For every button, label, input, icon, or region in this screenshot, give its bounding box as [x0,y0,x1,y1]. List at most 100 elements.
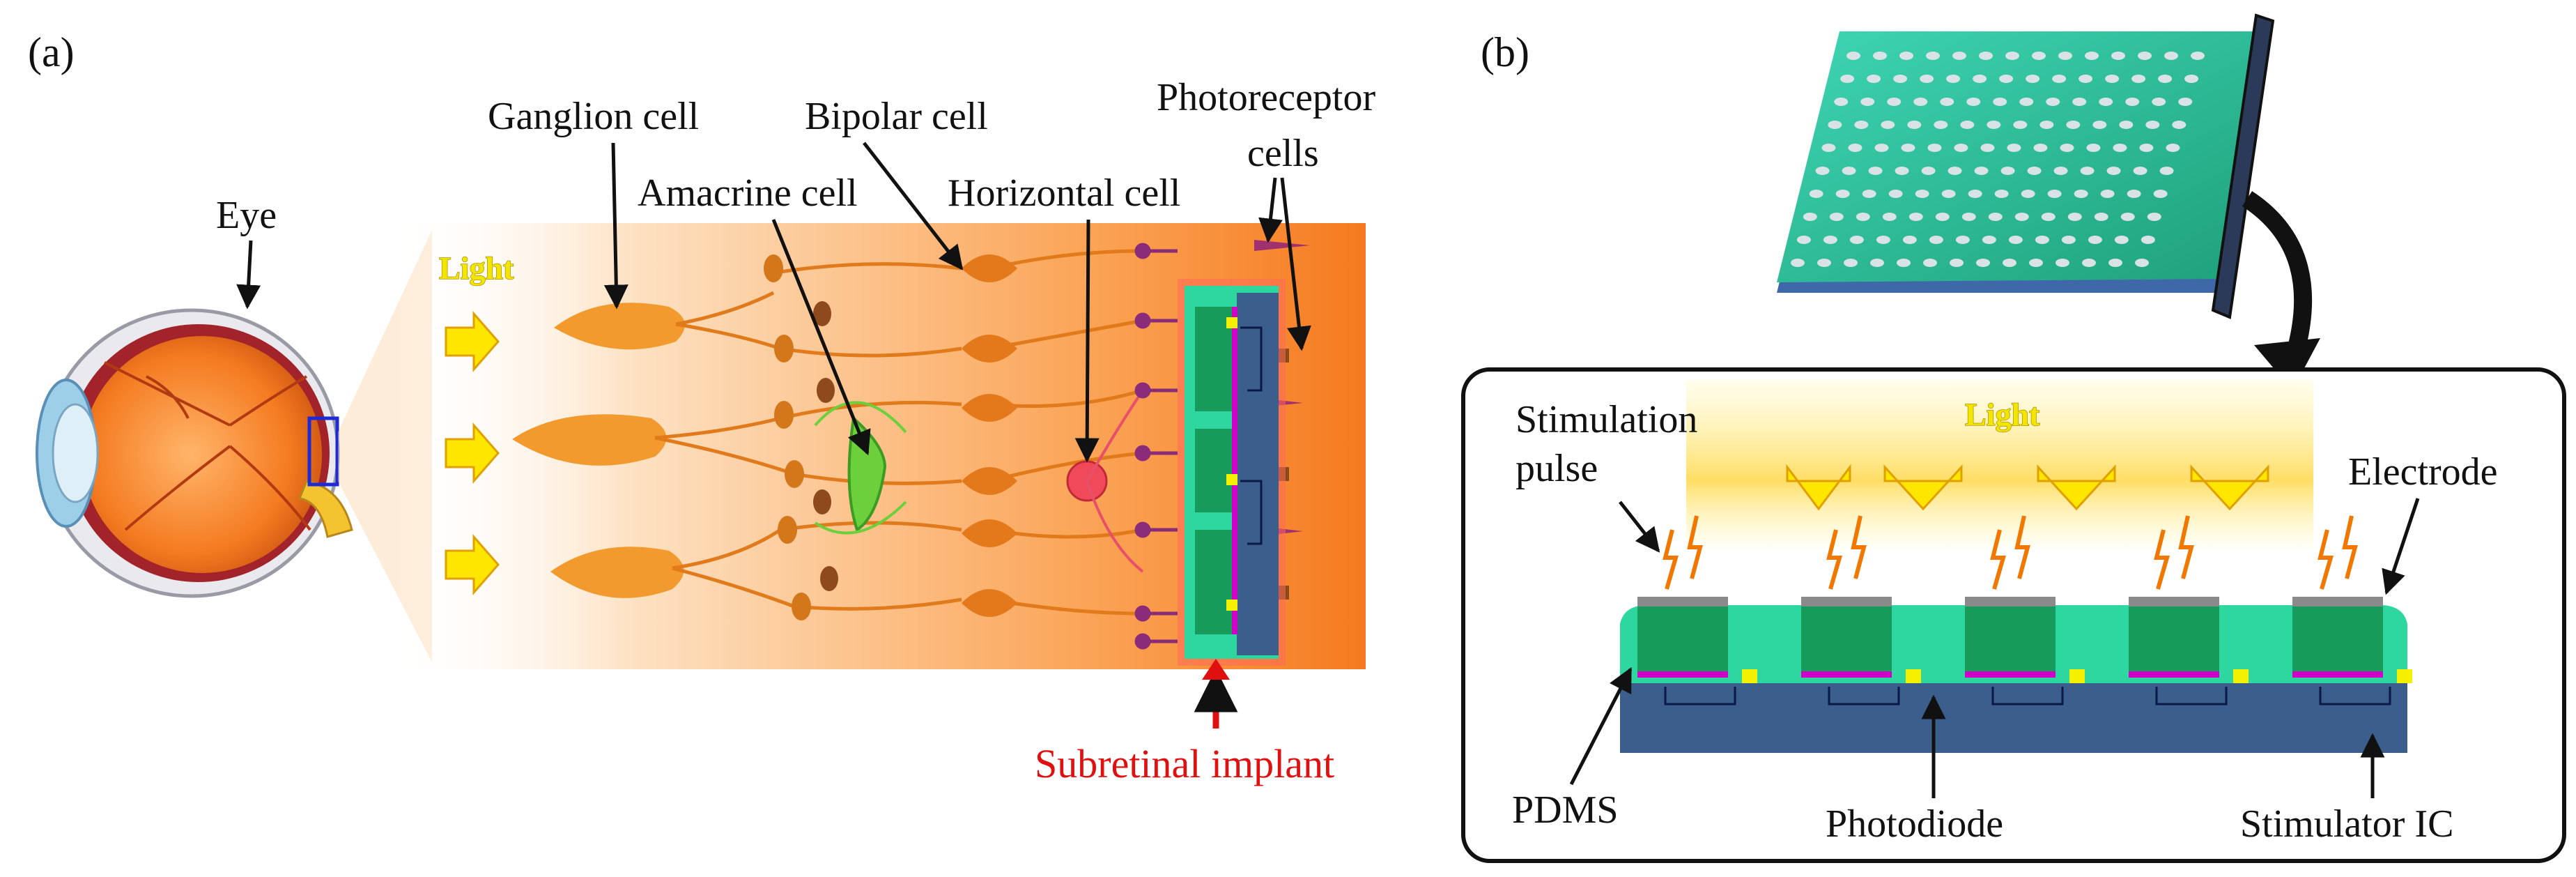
ganglion-cells [512,303,685,598]
chip-electrode-dot [2106,167,2121,175]
chip-electrode-dot [1834,98,1849,106]
chip-electrode-dot [1849,236,1864,244]
chip-electrode-dot [1961,213,1976,221]
chip-electrode-dot [1876,236,1890,244]
chip-array-perspective [1777,13,2320,390]
ganglion-label: Ganglion cell [488,95,699,138]
chip-electrode-dot [2029,259,2043,267]
chip-electrode-dot [1842,167,1856,175]
photodiode-strip [1801,671,1892,678]
light-label-a: Light [439,250,514,286]
chip-electrode-dot [2133,167,2147,175]
chip-electrode-dot [2120,213,2135,221]
photodiode-strip [1965,671,2056,678]
chip-electrode-dot [1882,213,1897,221]
bipolar-cells [962,254,1017,617]
chip-electrode-dot [2088,236,2102,244]
bipolar-label: Bipolar cell [805,95,988,138]
chip-electrode-dot [2164,52,2178,60]
stimulator-substrate [1620,683,2407,753]
chip-electrode-dot [2058,52,2072,60]
chip-electrode-dot [2007,144,2021,152]
chip-electrode-dot [2066,121,2081,129]
electrode-block [2129,605,2219,671]
chip-electrode-dot [1829,213,1844,221]
chip-electrode-dot [2139,144,2154,152]
chip-electrode-dot [2053,167,2068,175]
chip-electrode-dot [1941,190,1956,198]
chip-electrode-dot [1976,259,1990,267]
chip-electrode-dot [1946,75,1961,83]
chip-electrode-dot [1940,98,1954,106]
chip-electrode-dot [2056,259,2069,267]
chip-electrode-dot [2008,236,2023,244]
chip-electrode-dot [1840,75,1855,83]
photodiode-label: Photodiode [1826,802,2003,846]
chip-electrode-dot [2166,144,2180,152]
chip-electrode-dot [2092,121,2107,129]
chip-electrode-dot [2172,121,2186,129]
electrode-contact [2129,597,2219,607]
chip-electrode-dot [2147,213,2161,221]
light-glow [1686,380,2313,547]
panel-b: (b) Light Stimulation pulse [1461,13,2566,863]
horizontal-label: Horizontal cell [948,171,1180,215]
chip-electrode-dot [1803,213,1817,221]
electrode-contact [1637,597,1728,607]
stimulation-label-line1: Stimulation [1515,398,1697,441]
chip-electrode-dot [1927,144,1942,152]
chip-electrode-dot [2127,190,2141,198]
chip-electrode-dot [2080,167,2095,175]
chip-electrode-dot [1923,259,1937,267]
photodiode-pad [1742,669,1757,683]
chip-electrode-dot [2094,213,2108,221]
chip-electrode-dot [2131,75,2146,83]
panel-a-label: (a) [28,29,75,75]
chip-electrode-dot [2003,259,2016,267]
chip-electrode-dot [2035,236,2049,244]
chip-electrode-dot [1821,144,1836,152]
stimulation-spark [2317,515,2358,590]
chip-electrode-dot [1993,98,2007,106]
eye-illustration [36,308,353,598]
chip-electrode-dot [2108,259,2122,267]
photodiode-strip [2292,671,2383,678]
chip-electrode-dot [1873,52,1887,60]
chip-electrode-dot [2060,144,2074,152]
chip-electrode-dot [1856,213,1870,221]
chip-electrode-dot [2184,75,2199,83]
chip-electrode-dot [2021,190,2035,198]
panel-a: (a) Eye Light [28,29,1375,786]
chip-electrode-dot [2111,52,2125,60]
light-label-b: Light [1965,397,2040,432]
chip-electrode-dot [1860,98,1875,106]
chip-electrode-dot [2000,167,2015,175]
chip-electrode-dot [1950,259,1964,267]
stimulation-spark [1826,515,1867,590]
chip-electrode-dot [1867,75,1881,83]
chip-electrode-dot [2041,213,2056,221]
chip-electrode-dot [1809,190,1823,198]
photoreceptor-label-line1: Photoreceptor [1157,76,1375,119]
chip-electrode-dot [1952,52,1966,60]
chip-electrode-dot [2178,98,2193,106]
photodiode-strip [2129,671,2219,678]
chip-electrode-dot [2125,98,2140,106]
chip-electrode-dot [1935,213,1950,221]
chip-electrode-dot [2014,213,2029,221]
light-arrows-a [445,311,500,595]
stimulator-label: Stimulator IC [2240,802,2453,846]
chip-electrode-dot [2005,52,2019,60]
chip-electrode-dot [1988,213,2003,221]
chip-electrode-dot [2119,121,2134,129]
chip-electrode-dot [2105,75,2120,83]
chip-electrode-dot [1968,190,1982,198]
chip-electrode-dot [2191,52,2205,60]
electrode-contact [1965,597,2056,607]
chip-electrode-dot [2082,259,2096,267]
chip-electrode-dot [1926,52,1940,60]
electrode-block [1637,605,1728,671]
chip-electrode-dot [1921,167,1936,175]
electrode-label: Electrode [2348,450,2498,494]
